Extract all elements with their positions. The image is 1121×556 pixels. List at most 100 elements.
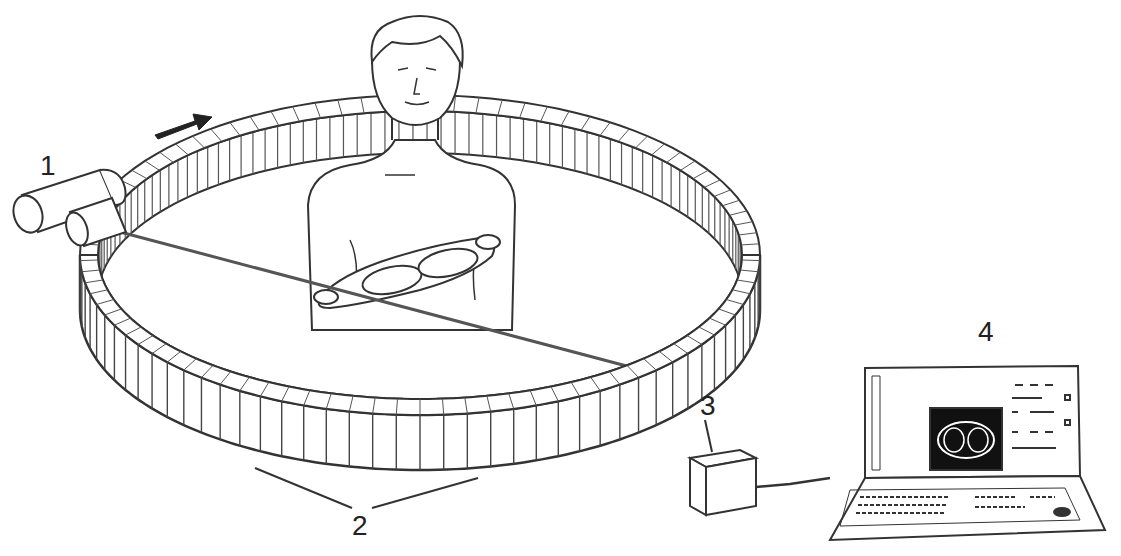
detector-segment — [679, 170, 680, 212]
detector-segment — [84, 283, 85, 338]
detector-segment — [138, 336, 153, 345]
detector-segment — [468, 113, 469, 155]
detector-segment — [329, 117, 330, 159]
detector-segment — [476, 97, 479, 113]
detector-segment — [719, 309, 736, 315]
detector-segment — [687, 354, 688, 409]
detector-segment — [513, 409, 514, 464]
detector-segment — [520, 103, 526, 118]
detector-segment — [315, 103, 321, 118]
detector-segment — [735, 227, 736, 269]
detector-segment — [105, 309, 122, 315]
detector-segment — [167, 351, 180, 362]
gantry-ring-front — [80, 255, 760, 470]
detector-segment — [160, 152, 174, 162]
detector-segment — [175, 144, 188, 155]
detector-segment — [303, 405, 304, 460]
detector-segment — [610, 139, 611, 181]
detector-segment — [741, 244, 759, 245]
detector-segment — [240, 377, 250, 391]
detector-segment — [714, 197, 715, 239]
callout-number: 4 — [978, 318, 994, 346]
detector-segment — [145, 161, 160, 170]
detector-segment — [370, 113, 371, 155]
detector-segment — [219, 384, 220, 439]
detector-segment — [160, 170, 161, 212]
detector-segment — [183, 370, 184, 425]
detector-segment — [638, 378, 639, 433]
detector-segment — [725, 325, 726, 380]
leader-lines — [255, 468, 478, 508]
detector-segment — [131, 191, 132, 233]
detector-segment — [659, 351, 672, 362]
detector-segment — [338, 100, 342, 116]
detector-segment — [655, 370, 656, 425]
detector-segment — [207, 147, 208, 189]
detector-segment — [738, 233, 739, 275]
detector-segment — [571, 382, 579, 396]
callout-number: 3 — [700, 392, 716, 420]
detector-segment — [192, 136, 204, 148]
detector-segment — [343, 115, 344, 157]
detector-segment — [759, 261, 760, 316]
detector-segment — [599, 391, 600, 446]
detector-segment — [229, 139, 230, 181]
detector-segment — [293, 107, 300, 122]
detector-segment — [523, 119, 524, 161]
detector-segment — [509, 393, 514, 408]
detector-segment — [384, 112, 385, 154]
detector-segment — [724, 209, 725, 251]
detector-segment — [743, 304, 744, 359]
detector-segment — [726, 299, 743, 304]
detector-segment — [137, 186, 138, 228]
detector-segment — [530, 390, 536, 405]
detector-segment — [742, 260, 760, 262]
detector-segment — [644, 359, 657, 371]
detector-segment — [465, 398, 468, 414]
detector-segment — [230, 122, 240, 135]
patient — [308, 16, 515, 330]
detector-segment — [574, 129, 575, 171]
detector-segment — [454, 112, 455, 154]
detector-segment — [720, 203, 721, 245]
detector-segment — [197, 151, 198, 193]
detector-segment — [260, 382, 268, 396]
detector-segment — [89, 294, 90, 349]
detector-segment — [316, 119, 317, 161]
detector-segment — [97, 299, 114, 304]
detector-segment — [681, 161, 696, 170]
detector-segment — [558, 401, 559, 456]
detector-segment — [81, 272, 82, 327]
detector-segment — [96, 304, 97, 359]
detector-segment — [541, 107, 548, 122]
detector-segment — [754, 283, 755, 338]
detector-segment — [144, 180, 145, 222]
detector-segment — [357, 114, 358, 156]
detector-segment — [561, 111, 569, 125]
detector-segment — [549, 123, 550, 165]
detector-segment — [704, 180, 720, 188]
detector-segment — [652, 155, 653, 197]
detector-segment — [420, 399, 421, 415]
detector-segment — [151, 354, 152, 409]
detector-segment — [737, 280, 755, 283]
detector-segment — [241, 135, 242, 177]
detector-segment — [735, 315, 736, 370]
detector-segment — [708, 191, 709, 233]
detector-segment — [132, 170, 147, 178]
detector-segment — [632, 147, 633, 189]
detector-segment — [618, 129, 629, 142]
detector-segment — [211, 129, 222, 142]
callout-number: 1 — [40, 152, 56, 180]
detector-segment — [490, 412, 491, 467]
detector-segment — [536, 121, 537, 163]
detector-segment — [586, 132, 587, 174]
detector-segment — [732, 221, 733, 263]
detector-segment — [85, 280, 103, 283]
detector-segment — [126, 327, 142, 335]
detector-segment — [114, 318, 130, 325]
detector-segment — [250, 116, 259, 130]
detector-segment — [498, 100, 502, 116]
detector-segment — [265, 129, 266, 171]
